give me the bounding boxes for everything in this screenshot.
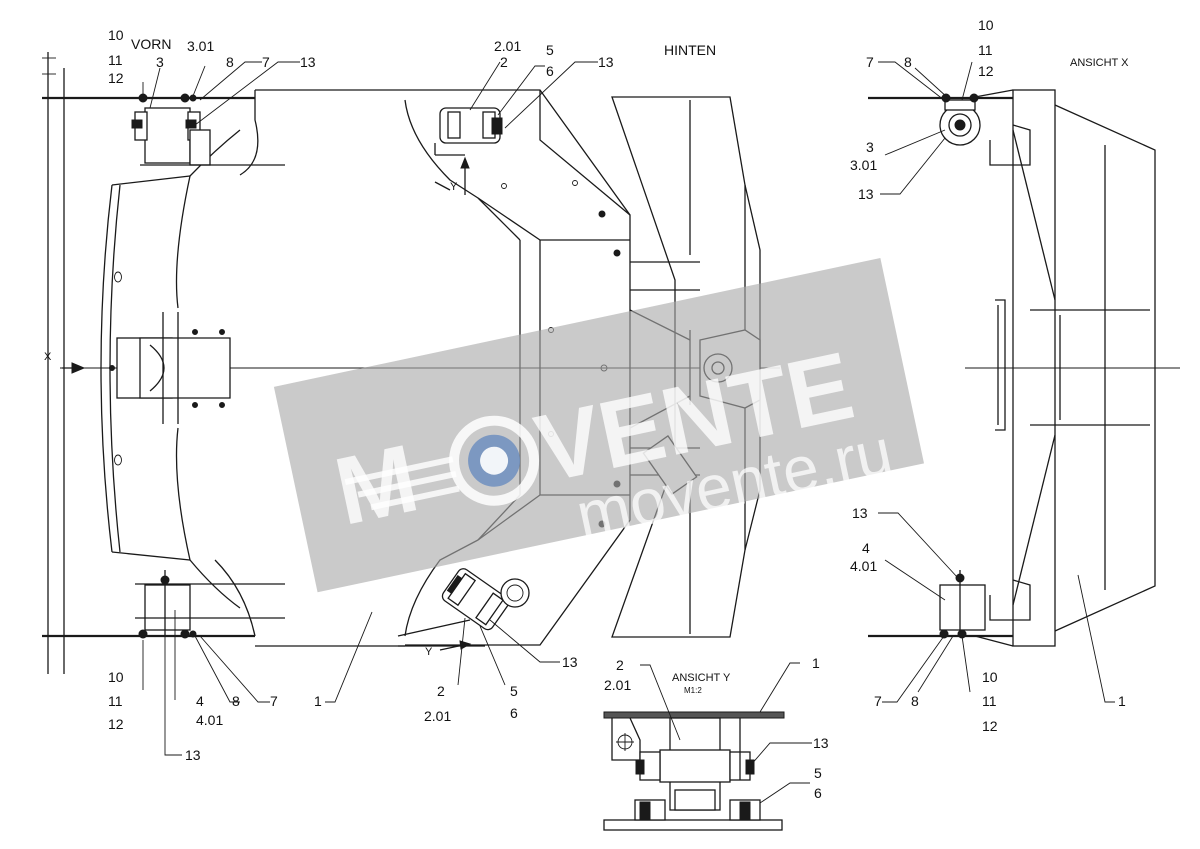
callout-12: 12 (108, 716, 124, 732)
callout-10: 10 (108, 669, 124, 685)
callout-12: 12 (108, 70, 124, 86)
callout-11: 11 (108, 693, 123, 709)
callout-13: 13 (858, 186, 874, 202)
callout-3: 3 (156, 54, 164, 70)
detail-view-y (603, 711, 785, 831)
callout-11: 11 (108, 52, 123, 68)
callout-2: 2 (616, 657, 624, 673)
callout-2: 2 (437, 683, 445, 699)
callout-13: 13 (813, 735, 829, 751)
callout-12: 12 (982, 718, 998, 734)
callout-13: 13 (300, 54, 316, 70)
callout-6: 6 (510, 705, 518, 721)
callout-7: 7 (262, 54, 270, 70)
callout-5: 5 (546, 42, 554, 58)
view-label-ansicht-y-scale: M1:2 (684, 686, 702, 695)
callout-3-01: 3.01 (850, 157, 877, 173)
callout-2-01: 2.01 (494, 38, 521, 54)
callout-13: 13 (852, 505, 868, 521)
callout-12: 12 (978, 63, 994, 79)
axis-label-x: X (44, 351, 52, 363)
watermark: M VENTE movente.ru (273, 257, 925, 593)
plan-view (42, 52, 1180, 674)
callout-13: 13 (562, 654, 578, 670)
view-label-ansicht-x: ANSICHT X (1070, 57, 1129, 69)
callout-5: 5 (814, 765, 822, 781)
callout-6: 6 (814, 785, 822, 801)
callout-10: 10 (108, 27, 124, 43)
callout-1: 1 (1118, 693, 1126, 709)
callout-4-01: 4.01 (850, 558, 877, 574)
callout-2-01: 2.01 (604, 677, 631, 693)
callout-2: 2 (500, 54, 508, 70)
callout-13: 13 (598, 54, 614, 70)
callout-11: 11 (982, 693, 997, 709)
view-titles: VORN HINTEN ANSICHT X ANSICHT Y M1:2 X Y… (44, 36, 1129, 695)
callout-8: 8 (226, 54, 234, 70)
callout-11: 11 (978, 42, 993, 58)
callout-6: 6 (546, 63, 554, 79)
side-view-x (868, 89, 1156, 647)
callout-8: 8 (911, 693, 919, 709)
leader-lines (142, 61, 1115, 804)
callout-2-01: 2.01 (424, 708, 451, 724)
callout-5: 5 (510, 683, 518, 699)
callout-10: 10 (978, 17, 994, 33)
callout-8: 8 (904, 54, 912, 70)
view-label-vorn: VORN (131, 36, 171, 52)
callout-7: 7 (874, 693, 882, 709)
callout-7: 7 (866, 54, 874, 70)
callout-1: 1 (314, 693, 322, 709)
section-label-y-bottom: Y (425, 646, 433, 658)
callout-3: 3 (866, 139, 874, 155)
callout-8: 8 (232, 693, 240, 709)
callout-4-01: 4.01 (196, 712, 223, 728)
callout-13: 13 (185, 747, 201, 763)
watermark-logo-icon (344, 415, 540, 511)
view-label-hinten: HINTEN (664, 42, 716, 58)
callout-4: 4 (196, 693, 204, 709)
callout-4: 4 (862, 540, 870, 556)
callout-3-01: 3.01 (187, 38, 214, 54)
callout-7: 7 (270, 693, 278, 709)
callout-labels: 10 11 12 3 3.01 8 7 13 2.01 2 5 6 13 10 … (108, 17, 1126, 801)
callout-10: 10 (982, 669, 998, 685)
callout-1: 1 (812, 655, 820, 671)
section-label-y-top: Y (450, 181, 458, 193)
view-label-ansicht-y: ANSICHT Y (672, 672, 731, 684)
